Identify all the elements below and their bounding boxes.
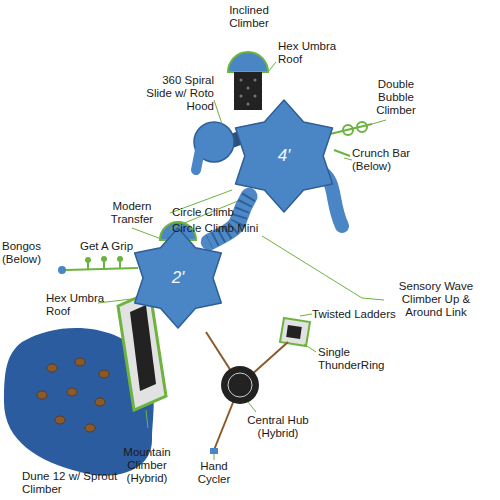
double-bubble: [330, 122, 372, 135]
part-label: Hex Umbra Roof: [278, 40, 342, 66]
part-label: Hand Cycler: [192, 460, 236, 486]
part-label: Get A Grip: [80, 240, 152, 253]
deck-platform: 4': [228, 100, 340, 212]
part-label: Inclined Climber: [218, 4, 280, 30]
twisted-ladders: [280, 318, 310, 346]
part-label: Circle Climb: [172, 206, 272, 219]
hub-ring: [228, 373, 252, 397]
inclined-climber: [234, 72, 262, 110]
tube-link: [209, 196, 249, 242]
slide-exit: [196, 150, 200, 170]
climber-panel: [130, 305, 156, 391]
tube-link-group: [209, 196, 249, 242]
part-label: Circle Climb Mini: [172, 222, 272, 235]
part-label: Modern Transfer: [104, 200, 160, 226]
part-label: Mountain Climber (Hybrid): [116, 446, 178, 485]
central-hub: [221, 366, 259, 404]
part-label: Single ThunderRing: [318, 346, 394, 372]
part-label: 360 Spiral Slide w/ Roto Hood: [146, 74, 214, 113]
climber-dome: [228, 52, 268, 72]
part-label: Central Hub (Hybrid): [240, 414, 316, 440]
part-label: Hex Umbra Roof: [46, 292, 110, 318]
climber-grips: [240, 79, 257, 106]
part-label: Dune 12 w/ Sprout Climber: [22, 470, 118, 496]
part-label: Twisted Ladders: [312, 308, 412, 321]
part-label: Bongos (Below): [2, 240, 56, 266]
ladder-panel: [286, 325, 302, 339]
sprout-holds: [37, 358, 109, 432]
crunch-bar: [334, 150, 350, 156]
bongos: [58, 266, 66, 274]
part-label: Crunch Bar (Below): [352, 147, 418, 173]
deck-platform: 2': [128, 228, 228, 328]
deck-height: 4': [228, 100, 340, 212]
deck-height: 2': [128, 228, 228, 328]
leader-lines: [98, 62, 386, 460]
part-label: Double Bubble Climber: [370, 78, 422, 117]
hand-cycler: [210, 448, 218, 454]
tube-ribs: [209, 196, 249, 242]
part-label: Sensory Wave Climber Up & Around Link: [386, 280, 486, 319]
get-a-grip: [66, 257, 138, 270]
mountain-climber: [118, 292, 166, 410]
